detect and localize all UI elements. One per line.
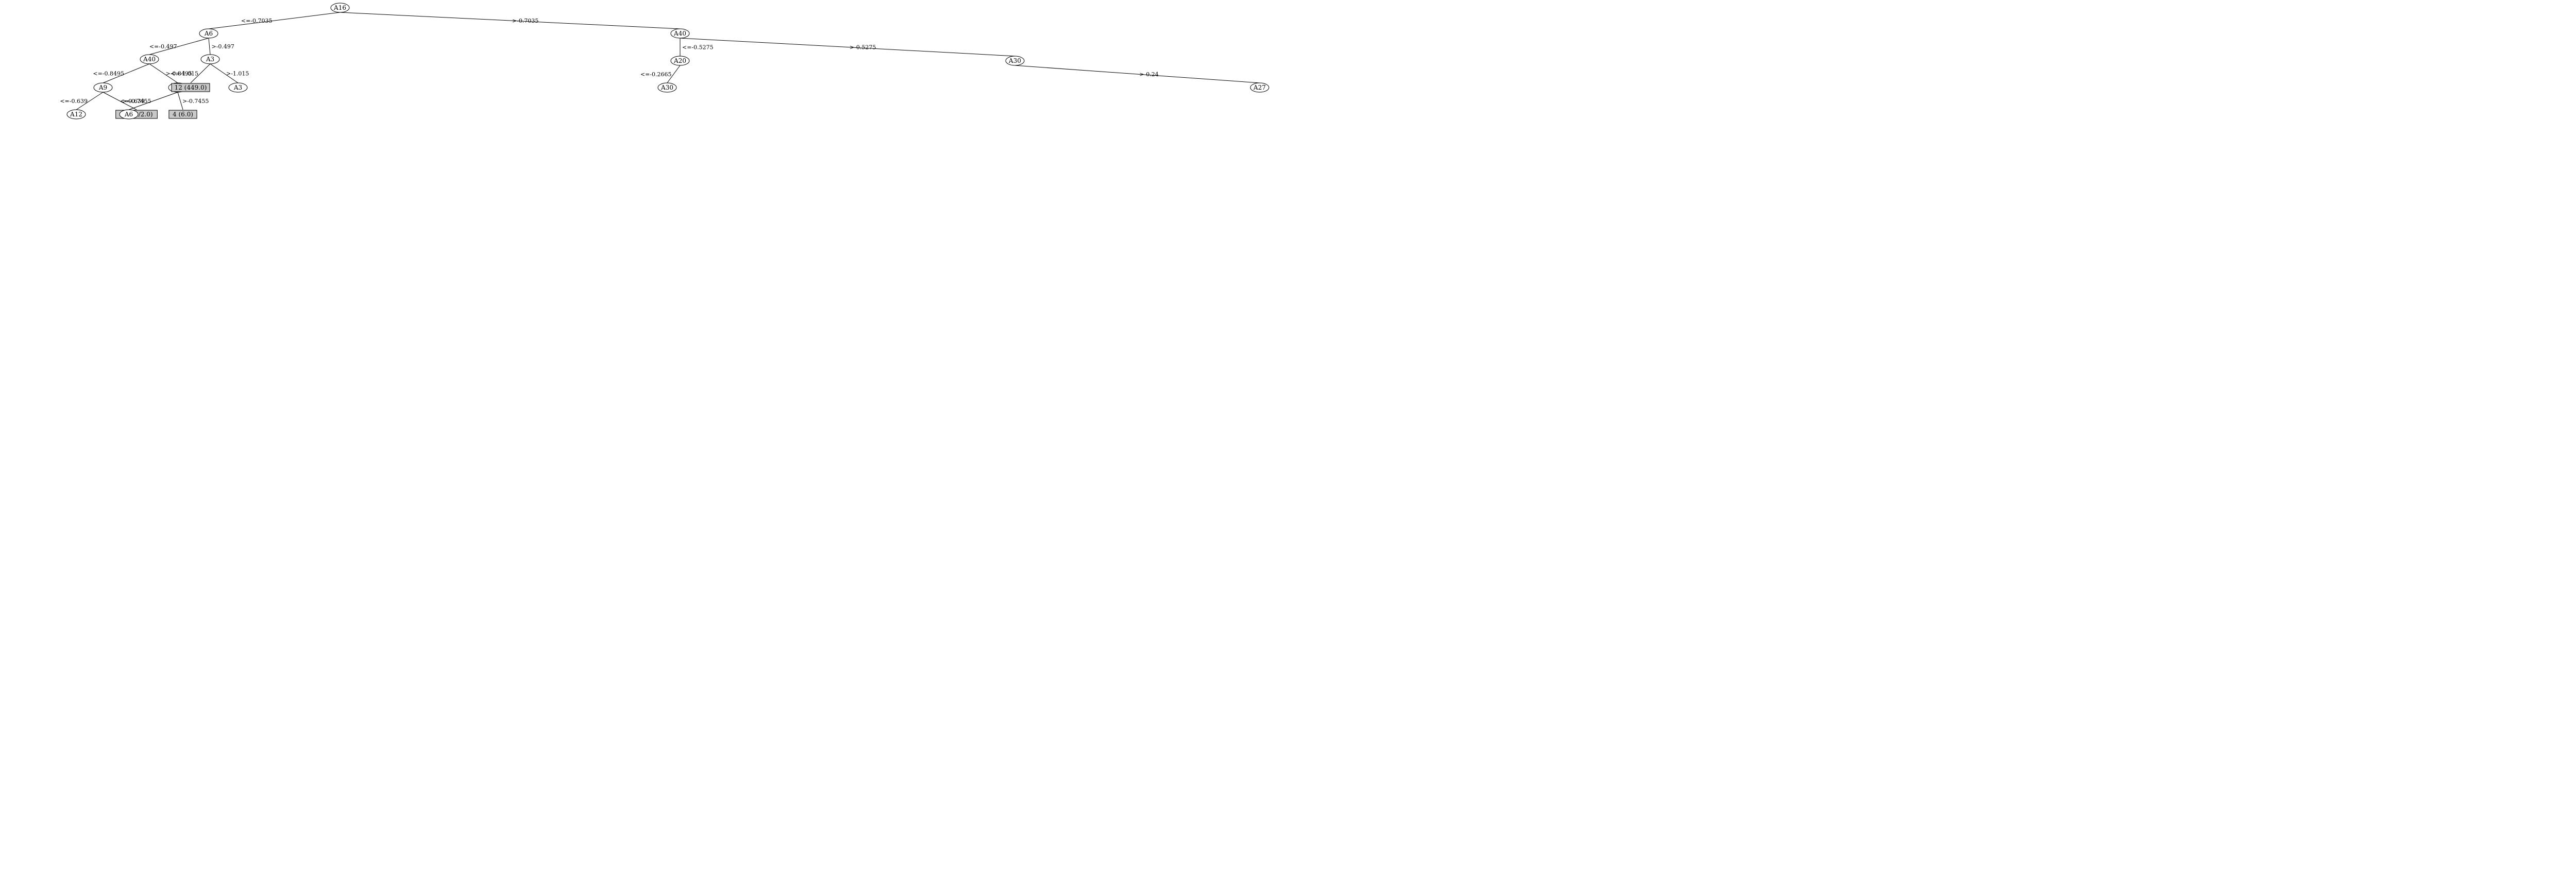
node-label: A30 xyxy=(1008,57,1021,64)
split-node: A40 xyxy=(140,54,159,64)
node-label: A30 xyxy=(660,84,673,91)
node-label: A27 xyxy=(1253,84,1266,91)
split-node: A12 xyxy=(66,109,86,119)
node-label: A6 xyxy=(124,111,133,118)
edge-label: >-0.497 xyxy=(212,43,234,50)
leaf-label: 4 (6.0) xyxy=(173,111,193,118)
tree-edge xyxy=(103,92,137,110)
node-label: A3 xyxy=(206,56,214,63)
tree-edge xyxy=(208,12,341,29)
split-node: A20 xyxy=(670,56,690,66)
edge-label: >-1.015 xyxy=(226,71,249,77)
split-node: A27 xyxy=(1250,82,1269,93)
leaf-label: 12 (449.0) xyxy=(175,84,207,91)
tree-edge xyxy=(210,63,239,83)
tree-edges: <=-0.7035 >-0.7035 <=-0.497 >-0.497 <=-0.849… xyxy=(60,12,1260,110)
tree-edge xyxy=(149,63,178,83)
node-label: A3 xyxy=(233,84,242,91)
tree-edge xyxy=(76,92,104,110)
node-label: A40 xyxy=(673,30,686,37)
tree-nodes: A16A6A40A40A3A9A18A122 (6.0/2.0)A64 (6.0… xyxy=(66,3,1269,119)
node-label: A9 xyxy=(98,84,107,91)
tree-edge xyxy=(190,63,211,83)
split-node: A30 xyxy=(1005,56,1025,66)
leaf-node: 4 (6.0) xyxy=(168,110,197,119)
edge-label: <=-0.7455 xyxy=(120,98,151,105)
edge-label: >-0.24 xyxy=(1140,71,1159,78)
node-label: A6 xyxy=(204,30,213,37)
tree-edge xyxy=(149,38,209,55)
split-node: A3 xyxy=(228,82,248,93)
edge-label: <=-0.7035 xyxy=(241,18,273,24)
edge-label: <=-1.015 xyxy=(171,71,198,77)
tree-edge xyxy=(680,38,1015,57)
edge-label: >-0.8495 xyxy=(166,71,192,77)
tree-edge xyxy=(208,38,211,55)
tree-edge xyxy=(1014,65,1260,83)
split-node: A30 xyxy=(657,82,677,93)
split-node: A16 xyxy=(330,3,350,13)
split-node: A6 xyxy=(199,28,218,39)
tree-edge xyxy=(103,63,150,83)
split-node: A40 xyxy=(670,28,690,39)
edge-label: <=-0.639 xyxy=(60,98,88,105)
edge-label: >-0.5275 xyxy=(850,44,876,51)
node-label: A40 xyxy=(143,56,156,63)
edge-label: <=-0.497 xyxy=(149,43,177,50)
tree-edge xyxy=(128,92,178,110)
edge-label: <=-0.8495 xyxy=(93,71,124,77)
edge-label: <=-0.2665 xyxy=(640,71,672,78)
split-node: A9 xyxy=(93,82,113,93)
edge-label: <=-0.5275 xyxy=(682,44,714,51)
tree-edge xyxy=(340,12,681,29)
edge-label: >-0.639 xyxy=(122,98,145,105)
node-label: A12 xyxy=(70,111,82,118)
node-label: A16 xyxy=(333,4,346,11)
split-node: A3 xyxy=(200,54,220,64)
edge-label: >-0.7035 xyxy=(512,18,538,24)
node-label: A20 xyxy=(673,57,686,64)
split-node: A6 xyxy=(119,109,139,119)
leaf-node: 12 (449.0) xyxy=(171,83,210,92)
tree-edge xyxy=(177,92,183,110)
tree-edge xyxy=(667,65,681,83)
edge-label: >-0.7455 xyxy=(182,98,209,105)
